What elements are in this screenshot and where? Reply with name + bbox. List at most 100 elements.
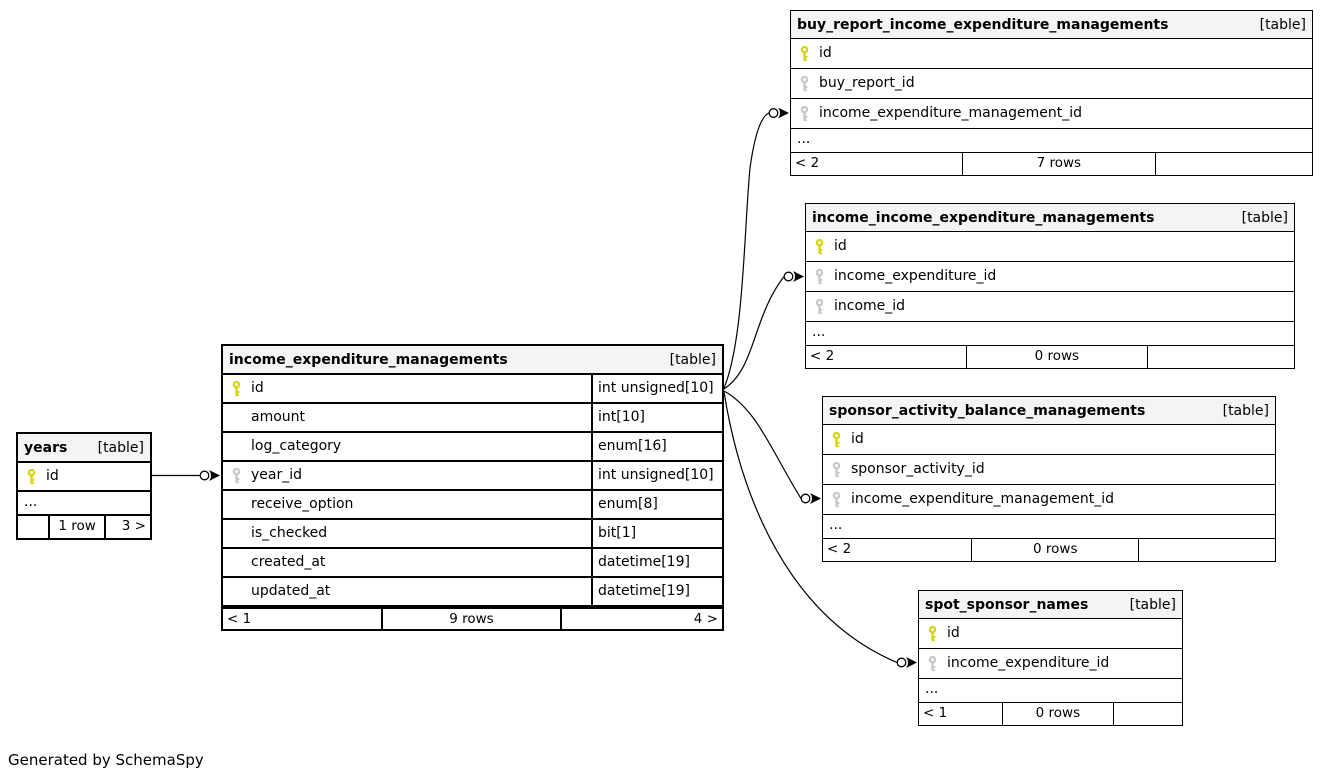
footer-left[interactable]: < 2 xyxy=(791,153,963,175)
footer-right xyxy=(1148,346,1294,368)
footer-left[interactable]: < 2 xyxy=(806,346,968,368)
footer-right[interactable]: 3 > xyxy=(121,518,146,534)
column-name: amount xyxy=(251,409,306,425)
column-row[interactable]: is_checked bit[1] xyxy=(223,520,722,549)
column-name: receive_option xyxy=(251,496,354,512)
column-row[interactable]: buy_report_id xyxy=(791,69,1312,99)
table-income-expenditure-managements: income_expenditure_managements [table] i… xyxy=(221,344,724,631)
more-columns-ellipsis: ... xyxy=(18,492,150,516)
primary-key-icon xyxy=(831,431,842,448)
column-name: id xyxy=(834,238,847,254)
column-row[interactable]: log_category enum[16] xyxy=(223,433,722,462)
table-name[interactable]: income_expenditure_managements xyxy=(229,351,508,368)
table-sponsor-activity-balance-managements: sponsor_activity_balance_managements [ta… xyxy=(822,396,1276,562)
table-tag: [table] xyxy=(97,439,144,456)
column-type: int unsigned[10] xyxy=(591,375,722,402)
table-buy-report-income-expenditure-managements: buy_report_income_expenditure_management… xyxy=(790,10,1313,176)
footer-rowcount: 7 rows xyxy=(963,153,1156,175)
footer-rowcount: 1 row xyxy=(50,516,107,538)
primary-key-icon xyxy=(26,468,37,485)
table-footer: < 2 0 rows xyxy=(806,346,1294,368)
relationship-line-iem-to-buyreport xyxy=(723,112,770,389)
column-name: sponsor_activity_id xyxy=(851,461,985,477)
footer-rowcount: 0 rows xyxy=(972,539,1140,561)
column-row[interactable]: sponsor_activity_id xyxy=(823,455,1275,485)
footer-left[interactable]: < 1 xyxy=(919,703,1004,725)
footer-left[interactable]: < 2 xyxy=(823,539,973,561)
more-columns-ellipsis: ... xyxy=(791,129,1312,153)
column-name: year_id xyxy=(251,467,303,483)
footer-right xyxy=(1156,153,1312,175)
table-tag: [table] xyxy=(1129,596,1176,613)
column-row[interactable]: created_at datetime[19] xyxy=(223,549,722,578)
column-name: created_at xyxy=(251,554,326,570)
foreign-key-icon xyxy=(814,268,825,285)
cardinality-circle-icon xyxy=(199,470,210,481)
column-row[interactable]: id xyxy=(919,619,1182,649)
table-name[interactable]: years xyxy=(24,439,68,456)
column-row[interactable]: updated_at datetime[19] xyxy=(223,578,722,607)
primary-key-icon xyxy=(799,45,810,62)
table-years: years [table] id ... 1 row 3 > xyxy=(16,432,152,540)
column-row[interactable]: id xyxy=(806,232,1294,262)
table-years-header[interactable]: years [table] xyxy=(18,434,150,463)
footer-rowcount: 0 rows xyxy=(967,346,1148,368)
table-income-income-expenditure-managements: income_income_expenditure_managements [t… xyxy=(805,203,1295,369)
table-name[interactable]: income_income_expenditure_managements xyxy=(812,209,1155,226)
column-row[interactable]: income_id xyxy=(806,292,1294,322)
relationship-line-iem-to-incomeincome xyxy=(723,276,785,390)
footer-left[interactable]: < 1 xyxy=(223,609,383,629)
footer-right xyxy=(1114,703,1182,725)
table-buy-report-income-expenditure-managements-header[interactable]: buy_report_income_expenditure_management… xyxy=(791,11,1312,39)
primary-key-icon xyxy=(814,238,825,255)
column-name: is_checked xyxy=(251,525,328,541)
table-spot-sponsor-names: spot_sponsor_names [table] id income_exp… xyxy=(918,590,1183,726)
column-name: income_expenditure_management_id xyxy=(819,105,1083,121)
column-name: id xyxy=(819,45,832,61)
footer-right[interactable]: 4 > xyxy=(693,611,718,627)
column-row[interactable]: id xyxy=(823,425,1275,455)
column-type: enum[8] xyxy=(591,491,722,518)
column-row[interactable]: id xyxy=(791,39,1312,69)
table-sponsor-activity-balance-managements-header[interactable]: sponsor_activity_balance_managements [ta… xyxy=(823,397,1275,425)
crow-foot-arrow-icon xyxy=(906,657,917,668)
column-name: updated_at xyxy=(251,583,331,599)
table-tag: [table] xyxy=(1222,402,1269,419)
more-columns-ellipsis: ... xyxy=(823,515,1275,539)
column-row[interactable]: amount int[10] xyxy=(223,404,722,433)
column-name: buy_report_id xyxy=(819,75,915,91)
foreign-key-icon xyxy=(831,461,842,478)
column-type: int[10] xyxy=(591,404,722,431)
column-row[interactable]: income_expenditure_id xyxy=(806,262,1294,292)
foreign-key-icon xyxy=(814,298,825,315)
table-income-income-expenditure-managements-header[interactable]: income_income_expenditure_managements [t… xyxy=(806,204,1294,232)
column-row[interactable]: income_expenditure_id xyxy=(919,649,1182,679)
table-income-expenditure-managements-header[interactable]: income_expenditure_managements [table] xyxy=(223,346,722,375)
table-spot-sponsor-names-header[interactable]: spot_sponsor_names [table] xyxy=(919,591,1182,619)
column-name: id xyxy=(46,468,59,484)
foreign-key-icon xyxy=(831,491,842,508)
footer-rowcount: 9 rows xyxy=(383,609,563,629)
footer-left xyxy=(18,516,50,538)
crow-foot-arrow-icon xyxy=(793,271,804,282)
table-tag: [table] xyxy=(669,351,716,368)
table-name[interactable]: spot_sponsor_names xyxy=(925,596,1089,613)
footer-rowcount: 0 rows xyxy=(1003,703,1114,725)
column-row[interactable]: id int unsigned[10] xyxy=(223,375,722,404)
foreign-key-icon xyxy=(799,105,810,122)
primary-key-icon xyxy=(927,625,938,642)
column-name: income_expenditure_management_id xyxy=(851,491,1115,507)
column-row[interactable]: income_expenditure_management_id xyxy=(823,485,1275,515)
column-name: id xyxy=(251,380,264,396)
column-row[interactable]: income_expenditure_management_id xyxy=(791,99,1312,129)
foreign-key-icon xyxy=(927,655,938,672)
table-footer: < 2 0 rows xyxy=(823,539,1275,561)
table-name[interactable]: sponsor_activity_balance_managements xyxy=(829,402,1146,419)
generated-by-note: Generated by SchemaSpy xyxy=(8,751,204,769)
column-row[interactable]: year_id int unsigned[10] xyxy=(223,462,722,491)
table-name[interactable]: buy_report_income_expenditure_management… xyxy=(797,16,1169,33)
column-row[interactable]: receive_option enum[8] xyxy=(223,491,722,520)
column-type: int unsigned[10] xyxy=(591,462,722,489)
column-row[interactable]: id xyxy=(18,463,150,492)
